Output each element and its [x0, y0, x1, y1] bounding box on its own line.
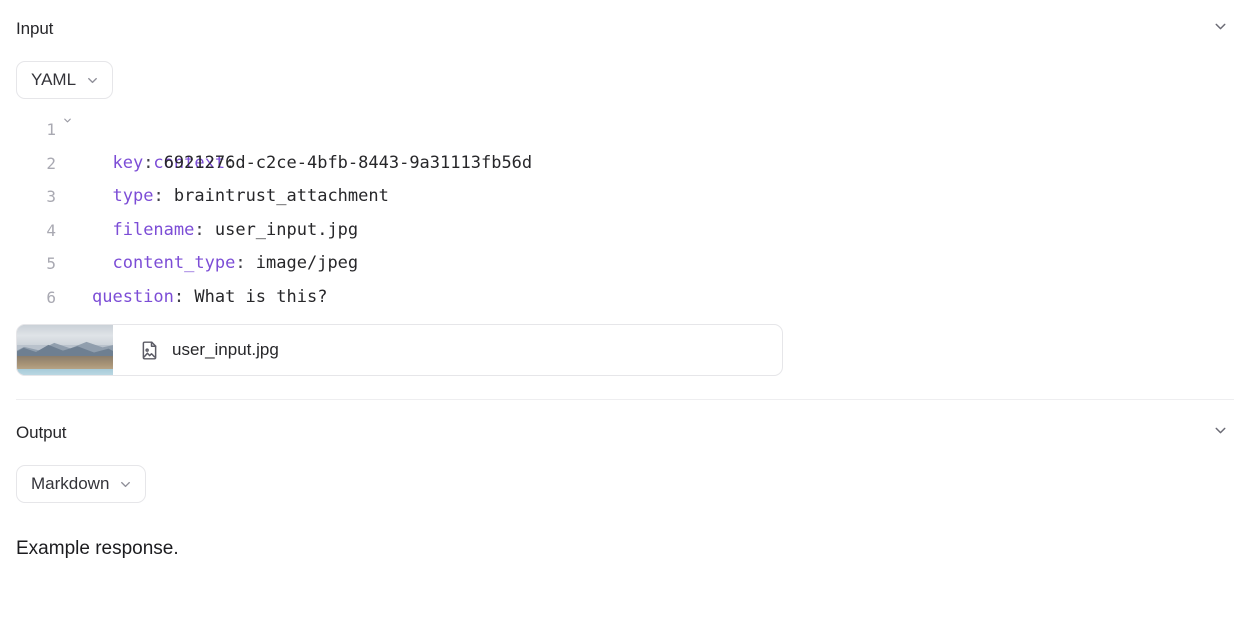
- line-number: 5: [46, 254, 56, 273]
- yaml-value: braintrust_attachment: [163, 186, 389, 206]
- line-number: 4: [46, 220, 56, 240]
- chevron-down-icon: [85, 73, 100, 88]
- code-line: 4 filename: user_input.jpg: [16, 214, 1250, 248]
- yaml-key: key: [112, 152, 144, 173]
- output-format-label: Markdown: [31, 474, 110, 493]
- code-line: 6 question: What is this?: [16, 281, 1250, 315]
- yaml-colon: :: [194, 219, 205, 240]
- input-collapse-toggle[interactable]: [1206, 14, 1234, 42]
- image-file-icon: [139, 340, 160, 361]
- chevron-down-icon: [1212, 422, 1229, 442]
- yaml-key: content_type: [112, 253, 236, 273]
- yaml-value: 6921276d-c2ce-4bfb-8443-9a31113fb56d: [153, 152, 533, 173]
- input-section-title: Input: [16, 18, 54, 38]
- input-section-header: Input: [0, 14, 1250, 42]
- attachment-filename: user_input.jpg: [172, 340, 279, 359]
- input-format-dropdown[interactable]: YAML: [16, 61, 114, 99]
- thumbnail-ground: [17, 356, 113, 370]
- yaml-colon: :: [153, 186, 164, 206]
- yaml-value: image/jpeg: [245, 253, 359, 273]
- output-markdown-body: Example response.: [0, 535, 1250, 563]
- line-number: 3: [46, 187, 56, 206]
- yaml-indent: [92, 220, 112, 240]
- yaml-indent: [92, 253, 112, 273]
- output-section-title: Output: [16, 422, 67, 442]
- output-format-dropdown[interactable]: Markdown: [16, 465, 147, 503]
- code-line: 5 content_type: image/jpeg: [16, 247, 1250, 281]
- yaml-colon: :: [143, 152, 154, 173]
- yaml-indent: [92, 186, 112, 206]
- code-line: 3 type: braintrust_attachment: [16, 180, 1250, 214]
- section-divider: [16, 399, 1234, 400]
- output-collapse-toggle[interactable]: [1206, 418, 1234, 446]
- mountain-lake-photo-thumbnail[interactable]: [17, 325, 113, 375]
- yaml-colon: :: [225, 152, 236, 173]
- line-number: 1: [46, 120, 56, 139]
- yaml-key: filename: [112, 219, 195, 240]
- line-number: 2: [46, 153, 56, 173]
- yaml-value: user_input.jpg: [204, 219, 359, 240]
- chevron-down-icon: [118, 477, 133, 492]
- yaml-value: What is this?: [184, 286, 328, 307]
- yaml-key: context: [153, 152, 226, 173]
- code-line: 2 key: 6921276d-c2ce-4bfb-8443-9a31113fb…: [16, 147, 1250, 181]
- yaml-key: question: [92, 286, 174, 307]
- yaml-colon: :: [235, 253, 246, 273]
- output-paragraph: Example response.: [16, 538, 179, 559]
- thumbnail-water: [17, 369, 113, 375]
- yaml-indent: [92, 153, 112, 173]
- input-code-editor[interactable]: 1 context: 2 key: 6921276d-c2ce-4bfb-844…: [0, 113, 1250, 314]
- input-format-label: YAML: [31, 70, 77, 89]
- code-line: 1 context:: [16, 113, 1250, 173]
- output-section-header: Output: [0, 418, 1250, 446]
- fold-chevron-icon[interactable]: [56, 113, 78, 126]
- line-number: 6: [46, 287, 56, 307]
- attachment-card[interactable]: user_input.jpg: [16, 324, 783, 376]
- yaml-key: type: [112, 186, 154, 206]
- yaml-colon: :: [173, 286, 185, 307]
- chevron-down-icon: [1212, 18, 1229, 38]
- thumbnail-sky: [17, 325, 113, 345]
